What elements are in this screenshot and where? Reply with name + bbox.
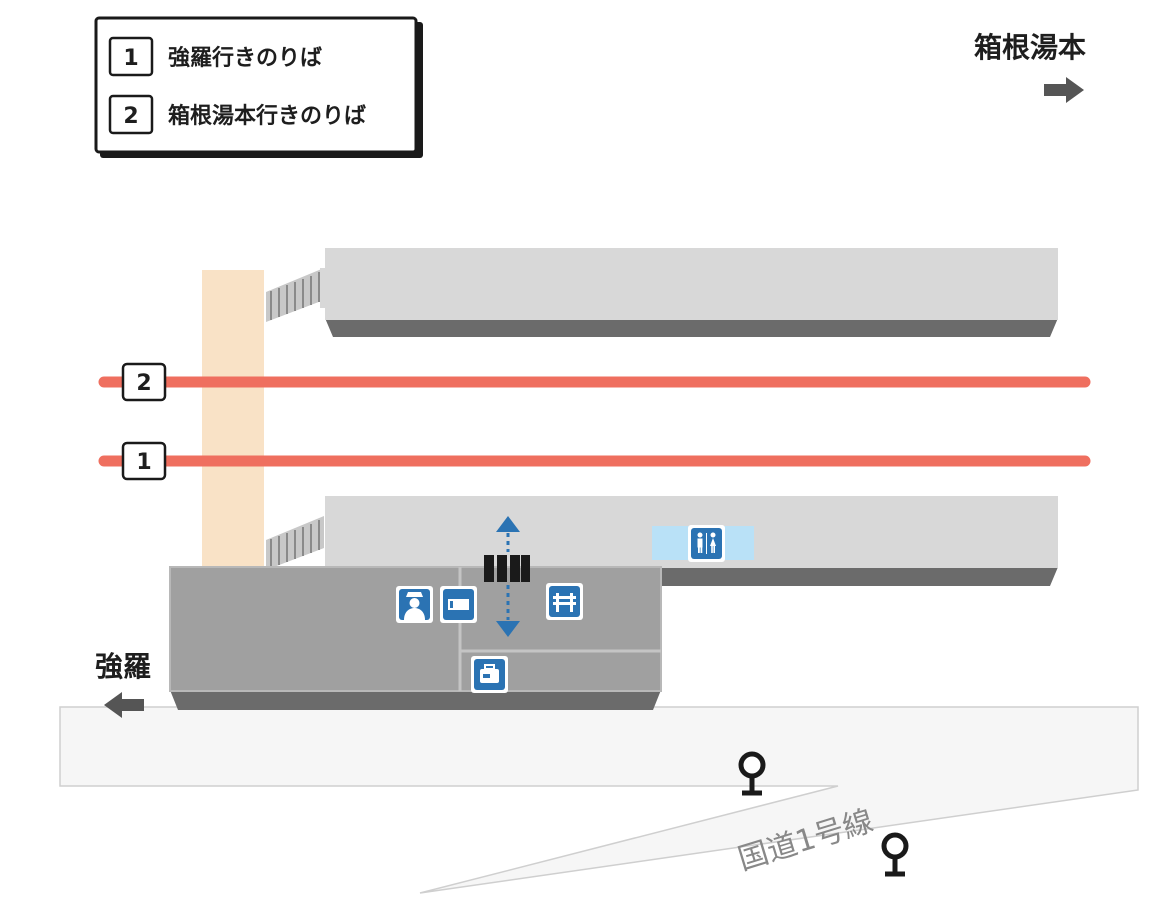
ticket-icon — [440, 586, 477, 623]
legend-item-1-number: 1 — [123, 46, 138, 71]
crossing-up-arrow-icon — [496, 516, 520, 532]
stairs-upper — [266, 268, 325, 322]
stairs-lower — [266, 516, 324, 570]
direction-east: 箱根湯本 — [974, 31, 1086, 103]
legend-item-1-label: 強羅行きのりば — [168, 45, 322, 71]
restroom-icon — [688, 525, 725, 562]
arrow-left-icon — [104, 692, 144, 718]
staff-icon — [396, 586, 433, 623]
legend-item-1: 1 強羅行きのりば — [108, 36, 322, 77]
crossing-down-arrow-icon — [496, 621, 520, 637]
legend-item-2-number: 2 — [123, 104, 138, 129]
platform-upper — [266, 248, 1058, 337]
track-2-number: 2 — [136, 371, 151, 396]
passage-flow — [496, 516, 520, 637]
track-1-number: 1 — [136, 450, 151, 475]
legend-item-2-label: 箱根湯本行きのりば — [168, 103, 366, 129]
bus-stop-icon — [738, 751, 766, 796]
locker-icon — [471, 656, 508, 693]
track-2: 2 — [98, 362, 1091, 402]
ticket-gates — [484, 555, 530, 582]
level-crossing-passage — [202, 270, 264, 570]
track-1: 1 — [98, 441, 1091, 481]
direction-west: 強羅 — [95, 650, 151, 718]
direction-west-label: 強羅 — [95, 650, 151, 683]
road: 国道1号線 — [59, 706, 1139, 894]
direction-east-label: 箱根湯本 — [974, 31, 1086, 64]
bus-stop-icon — [881, 832, 909, 877]
bench-icon — [546, 583, 583, 620]
legend: 1 強羅行きのりば 2 箱根湯本行きのりば — [94, 16, 423, 158]
legend-item-2: 2 箱根湯本行きのりば — [108, 94, 366, 135]
arrow-right-icon — [1044, 77, 1084, 103]
